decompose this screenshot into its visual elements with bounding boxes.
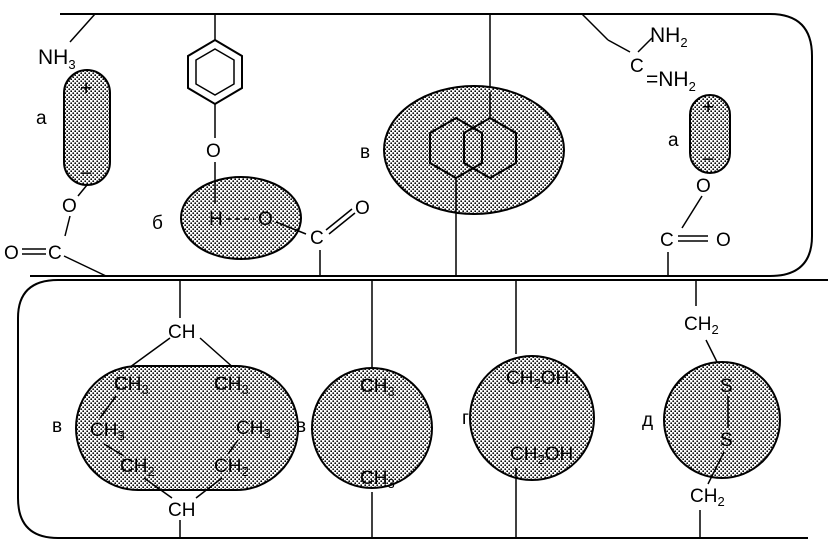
bond-line (143, 477, 173, 499)
bond-line (607, 39, 631, 53)
ch2oh-bottom: CH2OH (510, 444, 573, 467)
bond-line (125, 337, 171, 371)
tag-d: д (642, 410, 653, 431)
plus-sign: + (80, 77, 92, 100)
double-bond (325, 208, 353, 231)
bond-line (227, 439, 239, 455)
phenyl-ring-inner (195, 48, 235, 96)
aromatic-ring (463, 116, 517, 180)
bond-line (99, 395, 117, 419)
ch3-upper-right: CH3 (214, 374, 249, 397)
c-mid: C (310, 228, 324, 249)
h-bond-h: H (209, 209, 223, 230)
o-ester-right: O (696, 176, 711, 197)
ch2-bottom-disulfide: CH2 (690, 486, 725, 509)
s-bottom: S (720, 430, 733, 451)
bond-line (69, 13, 96, 43)
ch2-right: CH2 (214, 456, 249, 479)
o-tyr: O (206, 141, 221, 162)
tag-v-top: в (360, 142, 370, 163)
bond-line (77, 184, 88, 197)
disulfide-region (663, 361, 781, 479)
ch-top: CH (168, 322, 195, 343)
c-left: C (48, 243, 62, 264)
c-guan: C (630, 56, 644, 77)
ch3-mid-top: CH3 (360, 376, 395, 399)
h-bond-o: O (258, 209, 273, 230)
c-right: C (660, 230, 674, 251)
ch3-lower-right: CH3 (236, 418, 271, 441)
o-right: O (716, 230, 731, 251)
nh2-bottom: =NH2 (646, 68, 696, 94)
top-chain-outline (30, 13, 813, 277)
tag-v-mid: в (296, 416, 306, 437)
tag-b: б (152, 213, 163, 234)
ch3-upper-left: CH3 (114, 374, 149, 397)
tag-v-left: в (52, 416, 62, 437)
hydrogen-bond-region-bottom (469, 355, 595, 481)
ionic-region-right (689, 94, 731, 174)
o-ester-left: O (62, 196, 77, 217)
hydrogen-bond-region (180, 176, 302, 260)
ch2-left: CH2 (120, 456, 155, 479)
bond-line (637, 37, 653, 53)
nh3-label: NH3 (38, 46, 76, 72)
double-bond (328, 212, 356, 235)
plus-sign: + (702, 96, 714, 119)
ch3-lower-left: CH3 (90, 420, 125, 443)
ch2oh-top: CH2OH (506, 368, 569, 391)
bond-line (581, 13, 609, 41)
tag-a-left: а (36, 108, 47, 129)
tag-g: г (462, 408, 469, 429)
bond-line (103, 443, 125, 457)
bond-line (703, 171, 709, 174)
o-mid: O (355, 198, 370, 219)
bond-line (63, 255, 107, 277)
minus-sign: − (80, 162, 92, 185)
ch2-top-disulfide: CH2 (684, 314, 719, 337)
hydrophobic-region-left (75, 365, 299, 491)
ch-bottom: CH (168, 500, 195, 521)
bottom-chain-outline (17, 279, 828, 539)
ch3-mid-bottom: CH3 (360, 468, 395, 491)
bond-line (707, 451, 725, 485)
hydrophobic-region-mid (311, 367, 433, 489)
bond-line (681, 195, 703, 229)
hydrophobic-region-top (383, 85, 565, 215)
o-carbonyl-left: O (4, 243, 19, 264)
bond-line (195, 477, 223, 499)
bond-line (199, 337, 237, 371)
s-top: S (720, 376, 733, 397)
tag-a-right: а (668, 130, 679, 151)
minus-sign: − (702, 148, 714, 171)
bond-line (275, 221, 307, 235)
bond-line (64, 215, 71, 237)
nh2-top: NH2 (650, 24, 688, 50)
